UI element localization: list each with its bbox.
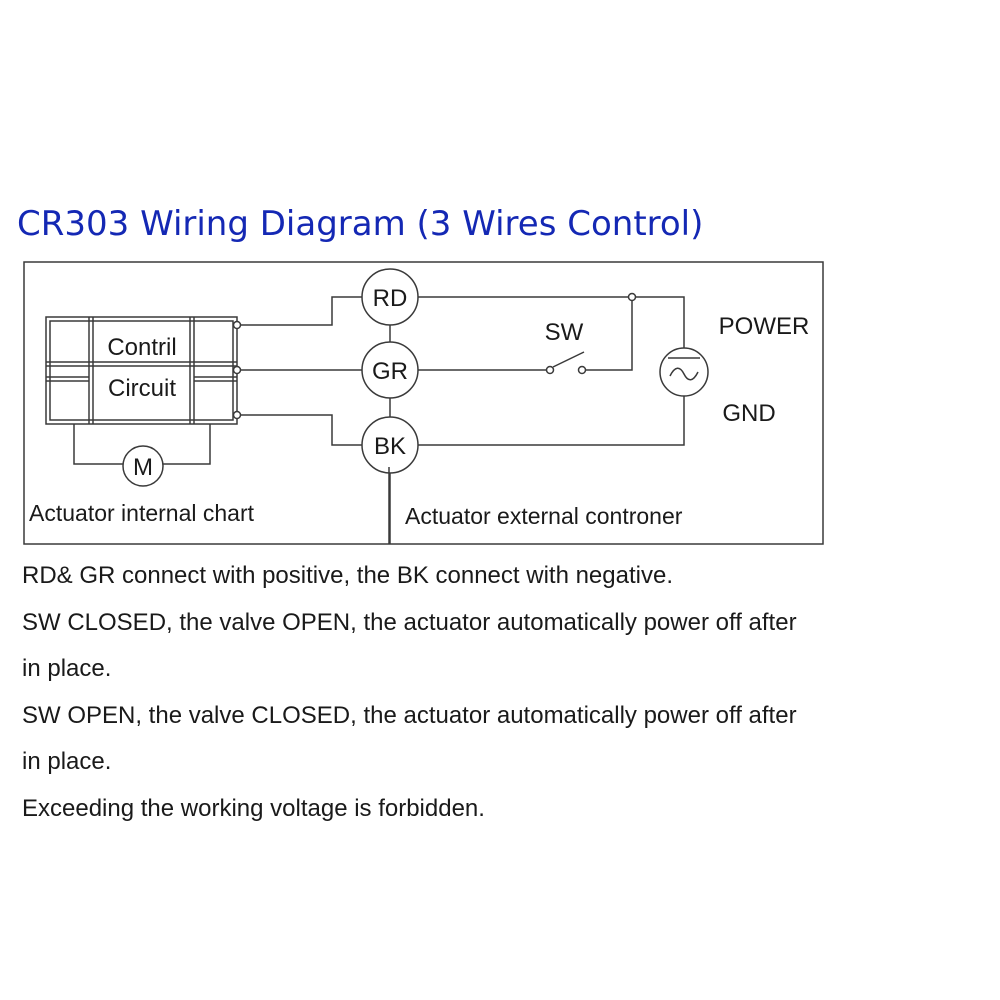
wiring-notes: RD& GR connect with positive, the BK con…: [22, 553, 982, 832]
motor-label: M: [133, 454, 153, 481]
bk-wire: [240, 414, 362, 446]
internal-caption: Actuator internal chart: [29, 500, 255, 526]
note-line: RD& GR connect with positive, the BK con…: [22, 562, 673, 589]
note-line: SW OPEN, the valve CLOSED, the actuator …: [22, 701, 797, 729]
switch-lever: [552, 351, 585, 368]
terminal-dot-2: [232, 365, 242, 375]
motor-wire: [73, 424, 123, 465]
bk-label: BK: [374, 433, 406, 460]
switch-return: [585, 301, 633, 371]
note-line: in place.: [22, 655, 112, 682]
power-label: POWER: [719, 313, 810, 340]
diagram-title: CR303 Wiring Diagram (3 Wires Control): [17, 204, 704, 244]
control-circuit-block: [45, 316, 238, 425]
terminal-dot-3: [232, 410, 242, 420]
note-line: Exceeding the working voltage is forbidd…: [22, 794, 485, 822]
power-feed: [636, 296, 685, 348]
junction-node: [627, 292, 637, 302]
switch-label: SW: [545, 319, 584, 346]
gnd-label: GND: [722, 400, 775, 427]
rd-label: RD: [373, 285, 408, 312]
control-circuit-label-1: Contril: [107, 334, 176, 361]
gnd-return: [418, 396, 685, 446]
terminal-dot-1: [232, 320, 242, 330]
motor-wire-return: [163, 424, 211, 465]
motor-symbol: [122, 445, 164, 487]
switch-contact-right: [577, 365, 587, 375]
gr-label: GR: [372, 358, 408, 385]
diagram-frame: [23, 261, 824, 545]
external-caption: Actuator external controner: [405, 503, 683, 529]
note-line: SW CLOSED, the valve OPEN, the actuator …: [22, 608, 797, 636]
note-line: in place.: [22, 748, 112, 775]
ac-power-source: [659, 347, 709, 397]
rd-wire: [240, 296, 362, 326]
control-circuit-label-2: Circuit: [108, 375, 176, 402]
switch-contact-left: [545, 365, 555, 375]
